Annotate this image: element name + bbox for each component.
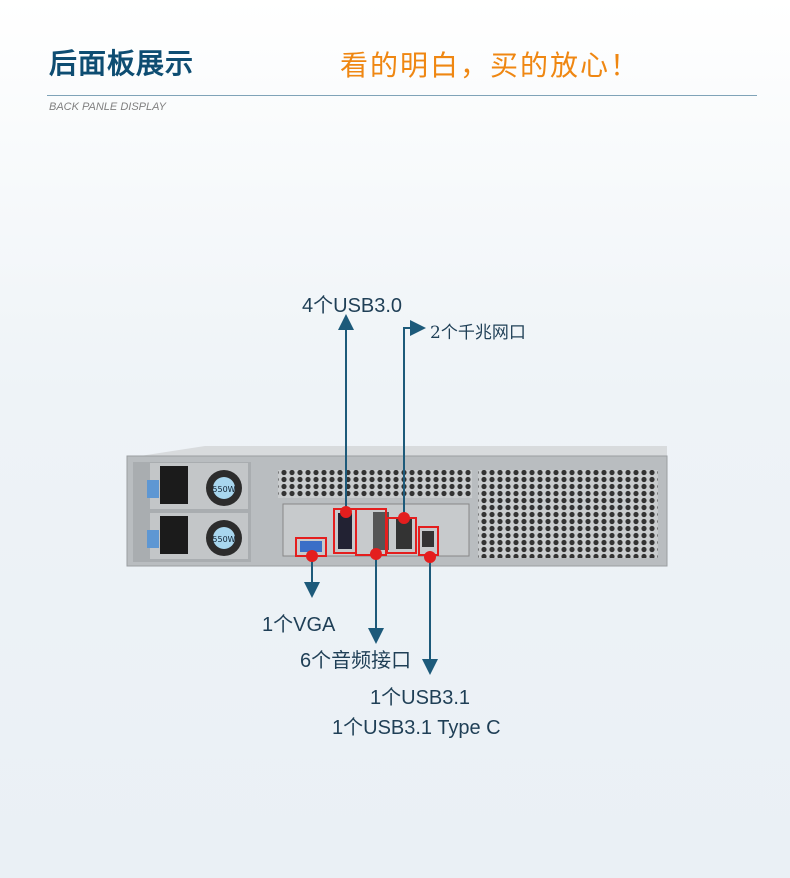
subtitle: BACK PANLE DISPLAY <box>49 101 166 113</box>
expansion-slots <box>478 470 658 558</box>
label-audio: 6个音频接口 <box>300 650 412 672</box>
psu-1: 550W <box>147 463 248 509</box>
psu-wattage: 550W <box>212 535 235 544</box>
vent-grille <box>278 470 472 498</box>
label-usb31: 1个USB3.1 <box>370 687 471 709</box>
slogan: 看的明白，买的放心！ <box>340 49 641 82</box>
label-vga: 1个VGA <box>262 614 336 636</box>
psu-wattage: 550W <box>212 485 235 494</box>
callout-lines <box>304 314 438 675</box>
label-lan: 2个千兆网口 <box>430 323 526 343</box>
page-title: 后面板展示 <box>49 47 195 80</box>
label-usb31-typec: 1个USB3.1 Type C <box>332 717 501 739</box>
psu-2: 550W <box>147 513 248 559</box>
callout-dots <box>306 506 436 563</box>
divider <box>47 95 757 96</box>
label-usb30: 4个USB3.0 <box>302 295 403 317</box>
server-chassis: 550W 550W <box>126 446 668 567</box>
arrow-lan <box>403 320 426 518</box>
vga-port <box>300 541 322 552</box>
